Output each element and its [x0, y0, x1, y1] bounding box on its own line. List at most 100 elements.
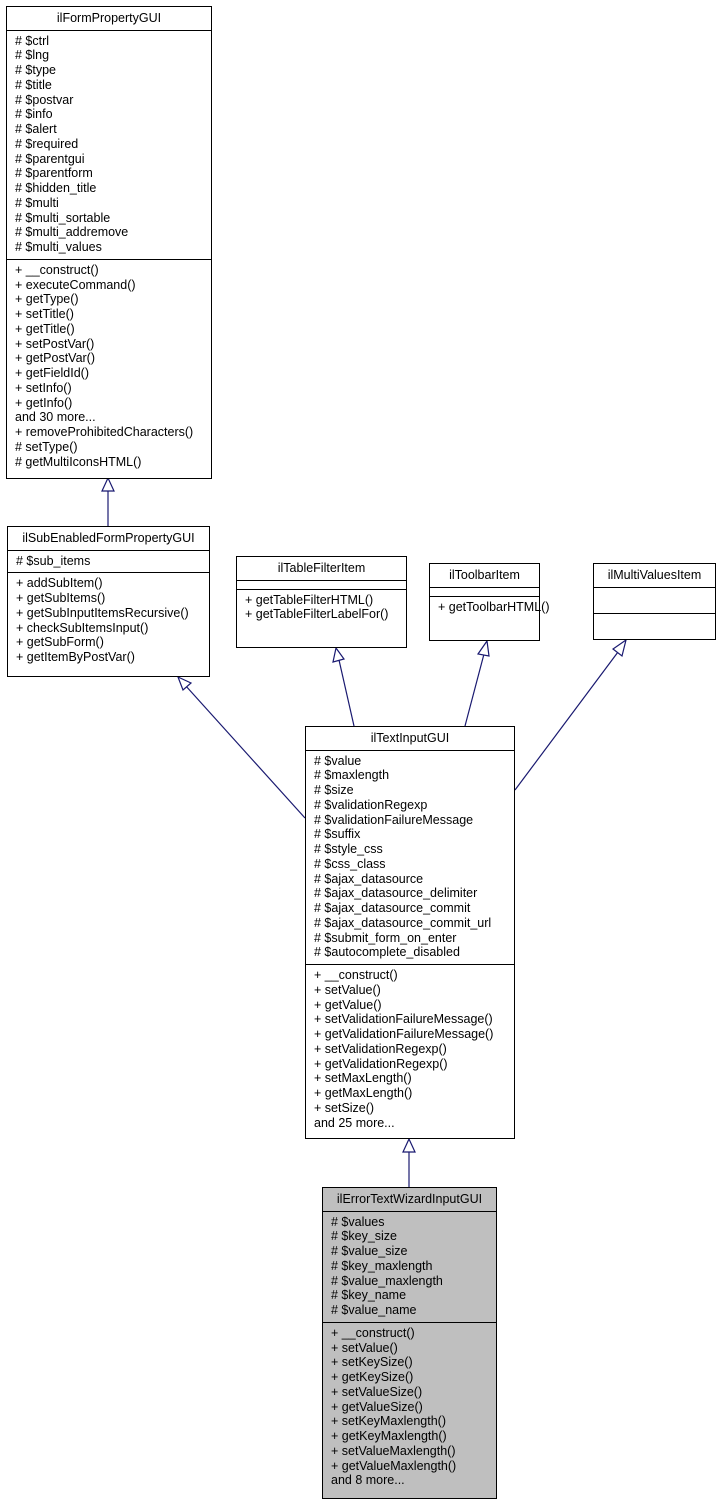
attribute-list: # $ctrl# $lng# $type# $title# $postvar# … [7, 31, 211, 260]
method-item: + __construct() [314, 968, 398, 983]
method-item: + getValueMaxlength() [331, 1458, 457, 1473]
class-box-iltextinputgui[interactable]: ilTextInputGUI # $value# $maxlength# $si… [305, 726, 515, 1139]
class-title: ilTableFilterItem [237, 557, 406, 581]
method-item: + setPostVar() [15, 336, 95, 351]
method-item: + getTitle() [15, 321, 75, 336]
attribute-item: # $multi_sortable [15, 210, 111, 225]
edge-textinput-to-multivalues [514, 651, 619, 791]
method-item: + getFieldId() [15, 366, 89, 381]
method-item: + executeCommand() [15, 277, 136, 292]
attribute-item: # $ajax_datasource_delimiter [314, 886, 478, 901]
class-title: ilMultiValuesItem [594, 564, 715, 588]
attribute-item: # $size [314, 783, 354, 798]
method-item: + addSubItem() [16, 576, 103, 591]
attribute-item: # $value_size [331, 1244, 408, 1259]
class-box-iltablefilteritem[interactable]: ilTableFilterItem + getTableFilterHTML()… [236, 556, 407, 648]
method-item: + removeProhibitedCharacters() [15, 425, 194, 440]
attribute-item: # $info [15, 107, 53, 122]
method-item: + getTableFilterLabelFor() [245, 607, 389, 622]
method-item: + getValueSize() [331, 1399, 423, 1414]
method-item: + setValueSize() [331, 1384, 423, 1399]
method-list: + __construct()+ setValue()+ setKeySize(… [323, 1323, 496, 1492]
attribute-item: # $hidden_title [15, 181, 97, 196]
class-box-ilmultivaluesitem[interactable]: ilMultiValuesItem [593, 563, 716, 640]
class-title: ilSubEnabledFormPropertyGUI [8, 527, 209, 551]
more-members-note: and 25 more... [314, 1115, 395, 1130]
method-list: + addSubItem()+ getSubItems()+ getSubInp… [8, 573, 209, 669]
method-item: + setValueMaxlength() [331, 1443, 456, 1458]
method-item: + setValue() [331, 1340, 398, 1355]
method-item: + setInfo() [15, 380, 72, 395]
attribute-item: # $css_class [314, 856, 386, 871]
attribute-item: # $multi_addremove [15, 225, 129, 240]
edge-textinput-to-subenabled [184, 684, 306, 819]
edge-textinput-to-toolbar-arrowhead [476, 639, 490, 657]
attribute-item: # $validationFailureMessage [314, 812, 474, 827]
method-item: + setKeySize() [331, 1355, 413, 1370]
attribute-item: # $sub_items [16, 553, 91, 568]
method-item: + getMaxLength() [314, 1086, 413, 1101]
attribute-item: # $alert [15, 122, 57, 137]
attribute-list: # $sub_items [8, 551, 209, 574]
method-item: + getToolbarHTML() [438, 599, 550, 614]
method-item: + checkSubItemsInput() [16, 620, 149, 635]
method-list: + getTableFilterHTML()+ getTableFilterLa… [237, 590, 406, 627]
method-item: + getInfo() [15, 395, 73, 410]
attribute-list [237, 581, 406, 590]
method-item: + setTitle() [15, 307, 74, 322]
attribute-item: # $maxlength [314, 768, 390, 783]
edge-textinput-to-toolbar [464, 653, 485, 727]
attribute-item: # $values [331, 1214, 385, 1229]
attribute-list [430, 588, 539, 597]
class-box-iltoolbaritem[interactable]: ilToolbarItem + getToolbarHTML() [429, 563, 550, 641]
method-item: + getKeySize() [331, 1370, 414, 1385]
attribute-item: # $ajax_datasource_commit_url [314, 915, 492, 930]
method-item: + setValidationRegexp() [314, 1041, 447, 1056]
edge-textinput-to-multivalues-arrowhead [611, 638, 627, 658]
method-item: + __construct() [15, 262, 99, 277]
method-item: + getItemByPostVar() [16, 650, 135, 665]
class-title: ilFormPropertyGUI [7, 7, 211, 31]
class-title: ilToolbarItem [430, 564, 539, 588]
attribute-item: # $key_size [331, 1229, 398, 1244]
attribute-item: # $postvar [15, 92, 74, 107]
class-box-ilsubenabledformpropertygui[interactable]: ilSubEnabledFormPropertyGUI # $sub_items… [7, 526, 210, 677]
attribute-item: # $required [15, 136, 79, 151]
attribute-item: # $key_name [331, 1288, 407, 1303]
attribute-list [594, 588, 715, 614]
attribute-item: # $value_name [331, 1303, 417, 1318]
attribute-list: # $value# $maxlength# $size# $validation… [306, 751, 514, 966]
attribute-item: # $suffix [314, 827, 361, 842]
method-list [594, 614, 715, 639]
class-title: ilTextInputGUI [306, 727, 514, 751]
method-list: + getToolbarHTML() [430, 597, 550, 619]
edge-textinput-to-subenabled-arrowhead [176, 675, 193, 692]
method-item: + setKeyMaxlength() [331, 1414, 446, 1429]
method-list: + __construct()+ setValue()+ getValue()+… [306, 965, 514, 1134]
attribute-item: # $multi_values [15, 240, 102, 255]
method-item: + getSubForm() [16, 635, 104, 650]
attribute-item: # $validationRegexp [314, 797, 428, 812]
method-item: + setSize() [314, 1100, 375, 1115]
attribute-item: # $submit_form_on_enter [314, 930, 457, 945]
class-box-ilerrortextwizardinputgui[interactable]: ilErrorTextWizardInputGUI # $values# $ke… [322, 1187, 497, 1499]
attribute-item: # $title [15, 77, 52, 92]
attribute-item: # $value [314, 753, 362, 768]
edge-subenabled-to-formprop-arrowhead [101, 476, 115, 492]
attribute-item: # $value_maxlength [331, 1273, 443, 1288]
edge-errortext-to-textinput-arrowhead [402, 1137, 416, 1153]
attribute-item: # $key_maxlength [331, 1258, 433, 1273]
method-item: # setType() [15, 439, 78, 454]
method-item: + getValidationFailureMessage() [314, 1027, 494, 1042]
method-item: + getPostVar() [15, 351, 96, 366]
method-list: + __construct()+ executeCommand()+ getTy… [7, 260, 211, 474]
attribute-item: # $ctrl [15, 33, 50, 48]
attribute-item: # $style_css [314, 842, 383, 857]
method-item: + setValidationFailureMessage() [314, 1012, 493, 1027]
attribute-item: # $lng [15, 48, 50, 63]
more-members-note: and 8 more... [331, 1473, 405, 1488]
method-item: + getSubInputItemsRecursive() [16, 605, 189, 620]
attribute-item: # $autocomplete_disabled [314, 945, 460, 960]
class-box-ilformpropertygui[interactable]: ilFormPropertyGUI # $ctrl# $lng# $type# … [6, 6, 212, 479]
